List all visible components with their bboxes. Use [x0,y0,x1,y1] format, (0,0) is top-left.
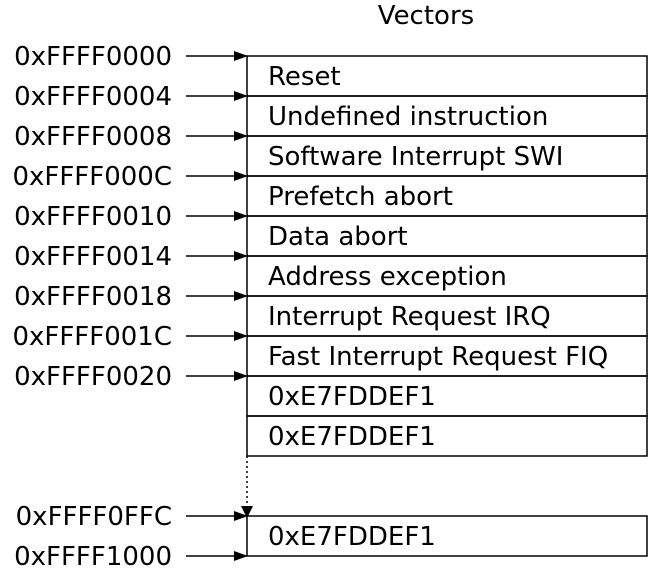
vector-cell-text: Undefined instruction [268,102,548,132]
tail-cell-text: 0xE7FDDEF1 [268,522,436,552]
address-label: 0xFFFF000C [12,162,172,192]
diagram-title: Vectors [378,1,474,31]
vector-cell-text: Interrupt Request IRQ [268,302,551,332]
vector-cell-text: Software Interrupt SWI [268,142,563,172]
vector-cell-text: Address exception [268,262,507,292]
vector-cell-text: Prefetch abort [268,182,453,212]
vector-cell-text: Fast Interrupt Request FIQ [268,342,608,372]
vector-cell-text: 0xE7FDDEF1 [268,422,436,452]
address-label: 0xFFFF0004 [14,82,172,112]
vector-cell-text: Reset [268,62,341,92]
address-label: 0xFFFF0008 [14,122,172,152]
vector-cell [246,415,648,457]
tail-address-label: 0xFFFF1000 [14,542,172,572]
vector-cell-text: 0xE7FDDEF1 [268,382,436,412]
tail-address-label: 0xFFFF0FFC [16,502,172,532]
vector-cell-text: Data abort [268,222,408,252]
address-label: 0xFFFF0018 [14,282,172,312]
address-label: 0xFFFF001C [12,322,172,352]
address-label: 0xFFFF0010 [14,202,172,232]
tail-cell [246,515,648,557]
address-label: 0xFFFF0000 [14,42,172,72]
address-label: 0xFFFF0020 [14,362,172,392]
address-label: 0xFFFF0014 [14,242,172,272]
